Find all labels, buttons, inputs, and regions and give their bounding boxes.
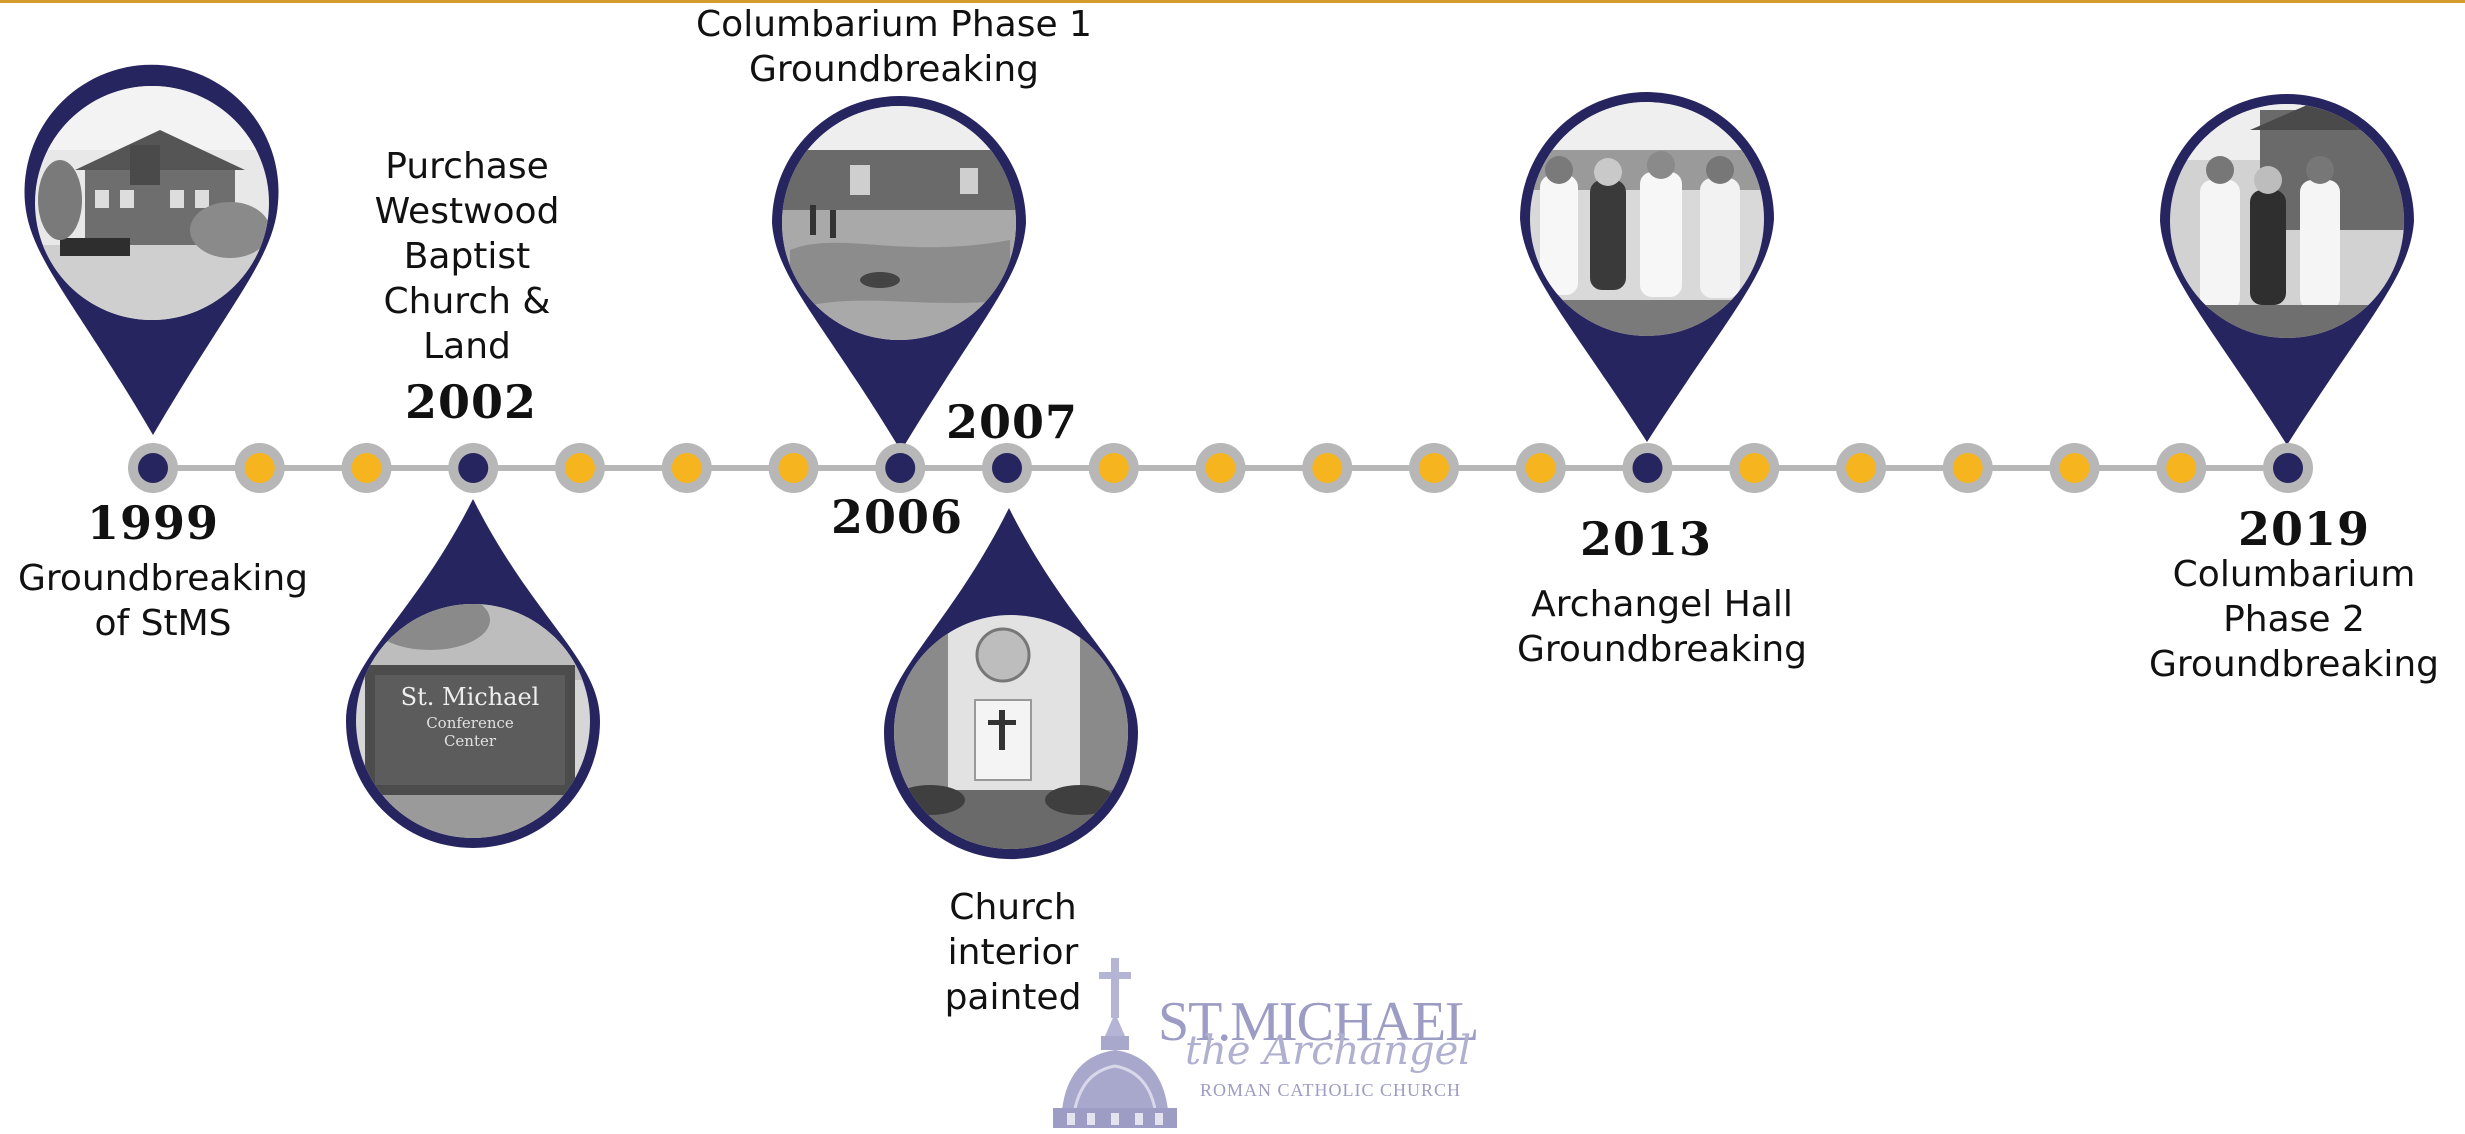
svg-text:Conference: Conference <box>426 714 514 732</box>
timeline-dot <box>1205 453 1236 483</box>
timeline-dot <box>1739 453 1770 483</box>
milestone-pin-2019 <box>2160 94 2414 445</box>
event-label-2019: Columbarium Phase 2 Groundbreaking <box>2148 554 2440 685</box>
milestone-dot <box>458 453 489 483</box>
year-label-1999: 1999 <box>86 496 220 550</box>
event-label-2002: Purchase Westwood Baptist Church & Land <box>374 146 560 367</box>
timeline-dots <box>128 443 2313 493</box>
timeline-dot <box>2059 453 2090 483</box>
milestone-pin-2002: St. Michael Conference Center <box>346 499 600 848</box>
event-label-2006: Columbarium Phase 1 Groundbreaking <box>696 4 1092 90</box>
year-label-2019: 2019 <box>2237 502 2371 556</box>
timeline-dot <box>671 453 702 483</box>
school-building-photo-icon <box>35 86 269 320</box>
event-label-2007: Church interior painted <box>944 887 1082 1018</box>
svg-text:St. Michael: St. Michael <box>401 683 540 711</box>
timeline-dot <box>1098 453 1129 483</box>
logo-subtitle: ROMAN CATHOLIC CHURCH <box>1200 1080 1462 1100</box>
church-dome-cross-icon <box>1053 958 1177 1128</box>
timeline-dot <box>2166 453 2197 483</box>
year-label-2013: 2013 <box>1579 512 1713 566</box>
event-label-1999: Groundbreaking of StMS <box>17 558 309 644</box>
top-rule <box>0 0 2465 3</box>
milestone-dot <box>885 453 916 483</box>
timeline-dot <box>1525 453 1556 483</box>
event-label-2013: Archangel Hall Groundbreaking <box>1516 584 1808 670</box>
timeline-dot <box>1419 453 1449 483</box>
milestone-dot <box>992 453 1022 483</box>
milestone-dot <box>138 453 168 483</box>
year-label-2007: 2007 <box>945 395 1079 449</box>
milestone-pin-2013 <box>1520 92 1774 442</box>
milestone-dot <box>1632 453 1663 483</box>
year-label-2006: 2006 <box>830 490 964 544</box>
timeline-dot <box>1846 453 1876 483</box>
timeline-dot <box>1312 453 1343 483</box>
milestone-pin-2006 <box>772 96 1026 451</box>
timeline-dot <box>351 453 382 483</box>
logo-wordmark: ST.MICHAEL <box>1158 991 1479 1053</box>
logo-script-text: the Archangel <box>1185 1028 1472 1074</box>
timeline-dot <box>1952 453 1983 483</box>
milestone-pin-2007 <box>883 508 1139 860</box>
timeline-dot <box>565 453 595 483</box>
timeline-dot <box>778 453 809 483</box>
milestone-pin-1999 <box>24 64 279 435</box>
milestone-dot <box>2273 453 2303 483</box>
svg-text:Center: Center <box>444 732 497 750</box>
year-label-2002: 2002 <box>404 375 538 429</box>
conference-center-sign-photo-icon: St. Michael Conference Center <box>356 604 590 838</box>
timeline-dot <box>244 453 275 483</box>
